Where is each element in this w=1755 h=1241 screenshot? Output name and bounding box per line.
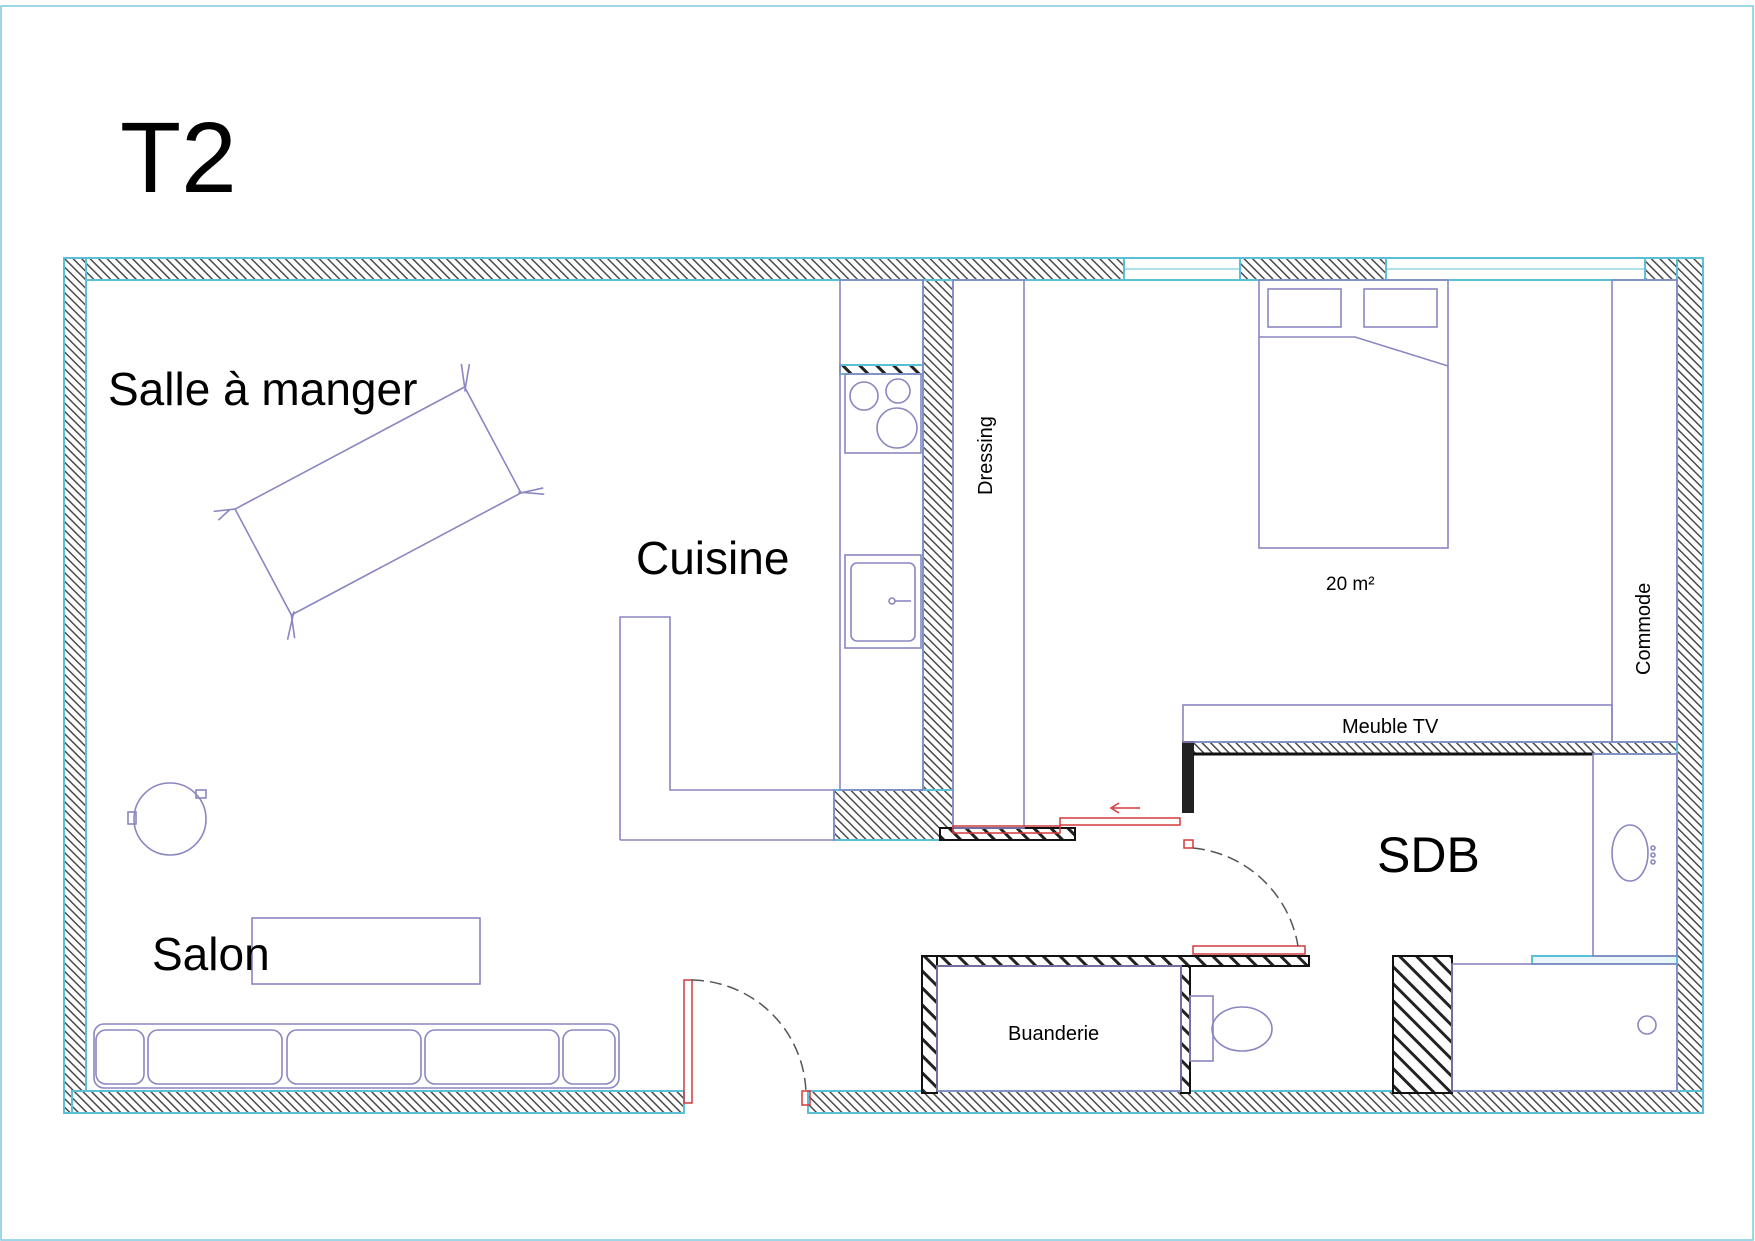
burner-2 xyxy=(885,378,911,404)
wall-top-2 xyxy=(1239,257,1387,281)
sofa-cushion-1 xyxy=(95,1029,145,1085)
burner-3 xyxy=(876,407,918,449)
entrance-door-swing xyxy=(691,979,807,1094)
wall-buanderie-left xyxy=(921,955,938,1094)
pillow-1 xyxy=(1267,288,1342,328)
label-chambre-area: 20 m² xyxy=(1326,574,1375,595)
wall-buanderie-top xyxy=(921,955,1310,967)
kitchen-island xyxy=(619,616,835,841)
entrance-door-leaf xyxy=(683,979,693,1104)
sink-drain xyxy=(888,597,896,605)
pillow-2 xyxy=(1363,288,1438,328)
wall-sdb-left-top xyxy=(1182,741,1194,813)
dining-table xyxy=(213,363,545,640)
label-salle-a-manger: Salle à manger xyxy=(108,363,417,415)
coffee-table xyxy=(251,917,481,985)
label-salon: Salon xyxy=(152,928,270,980)
wall-small-hatch xyxy=(839,364,924,375)
label-buanderie: Buanderie xyxy=(1008,1023,1099,1045)
burner-1 xyxy=(849,381,879,411)
sliding-door-1 xyxy=(952,825,1061,834)
label-dressing: Dressing xyxy=(975,416,997,495)
sofa-cushion-3 xyxy=(286,1029,422,1085)
interior-walls xyxy=(833,279,1678,1094)
label-commode: Commode xyxy=(1633,583,1655,675)
wall-kitchen-dressing xyxy=(922,279,954,841)
wall-bottom-left xyxy=(71,1090,685,1114)
page-frame xyxy=(0,5,1754,1241)
meuble-tv xyxy=(1182,704,1613,743)
bed xyxy=(1258,279,1449,549)
wall-kitchen-pillar xyxy=(833,789,954,841)
toilet-tank xyxy=(1189,995,1214,1062)
wall-sdb-partition xyxy=(1531,955,1678,965)
sdb-door-swing xyxy=(1192,847,1299,947)
toilet-bowl xyxy=(1211,1006,1273,1052)
wall-sdb-pillar xyxy=(1392,955,1453,1094)
kitchen-counter xyxy=(839,279,924,791)
cooktop xyxy=(844,373,922,454)
sofa-cushion-5 xyxy=(562,1029,616,1085)
wall-dressing-low xyxy=(939,827,1076,841)
sdb-vanity xyxy=(1592,753,1678,957)
sofa-cushion-4 xyxy=(424,1029,560,1085)
washbasin xyxy=(1611,824,1649,882)
side-table xyxy=(133,782,207,856)
room-labels: Salle à manger Cuisine Salon Dressing 20… xyxy=(108,363,1655,1045)
wall-right xyxy=(1676,257,1704,1114)
sofa-cushion-2 xyxy=(147,1029,283,1085)
wall-left xyxy=(63,257,87,1114)
wall-bedroom-sdb xyxy=(1182,741,1678,755)
wall-bottom-right xyxy=(807,1090,1704,1114)
commode xyxy=(1611,279,1678,743)
sofa-frame xyxy=(93,1023,620,1089)
sliding-door-2 xyxy=(1059,817,1181,826)
sdb-door-leaf xyxy=(1183,839,1194,849)
kitchen-sink-inner xyxy=(850,562,916,642)
dressing xyxy=(952,279,1025,829)
doors xyxy=(683,802,1306,1106)
label-sdb: SDB xyxy=(1377,827,1480,883)
plan-title: T2 xyxy=(120,102,237,214)
exterior-walls xyxy=(63,257,1704,1114)
shower-drain xyxy=(1637,1015,1657,1035)
shower xyxy=(1451,963,1678,1092)
wall-top-1 xyxy=(63,257,1125,281)
label-cuisine: Cuisine xyxy=(636,532,789,584)
sdb-door-leaf-2 xyxy=(1192,945,1306,955)
furniture xyxy=(93,279,1678,1092)
wall-buanderie-right xyxy=(1180,965,1191,1094)
kitchen-sink-outer xyxy=(844,554,922,649)
buanderie-room xyxy=(936,965,1182,1092)
windows xyxy=(1123,257,1646,281)
label-meuble-tv: Meuble TV xyxy=(1342,716,1439,738)
